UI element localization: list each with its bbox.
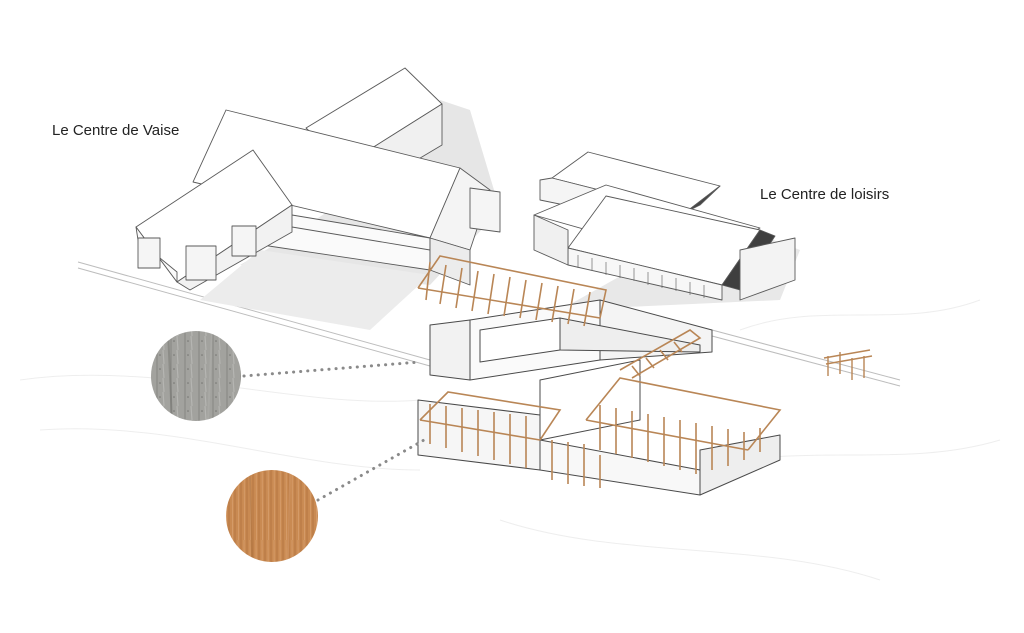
- timber-structure: [417, 255, 782, 488]
- pergola: [823, 349, 873, 380]
- leader-lines: [242, 360, 426, 502]
- ground-path: [77, 261, 901, 387]
- concrete-leader: [242, 360, 422, 378]
- vaise-label: Le Centre de Vaise: [52, 122, 180, 139]
- timber-leader: [316, 438, 426, 502]
- concrete-swatch: [151, 331, 241, 421]
- timber-swatch: [226, 470, 318, 562]
- vaise-building: [135, 67, 501, 330]
- loisirs-label: Le Centre de loisirs: [760, 186, 890, 203]
- loisirs-building: [533, 151, 800, 310]
- new-building-walls: [417, 299, 781, 496]
